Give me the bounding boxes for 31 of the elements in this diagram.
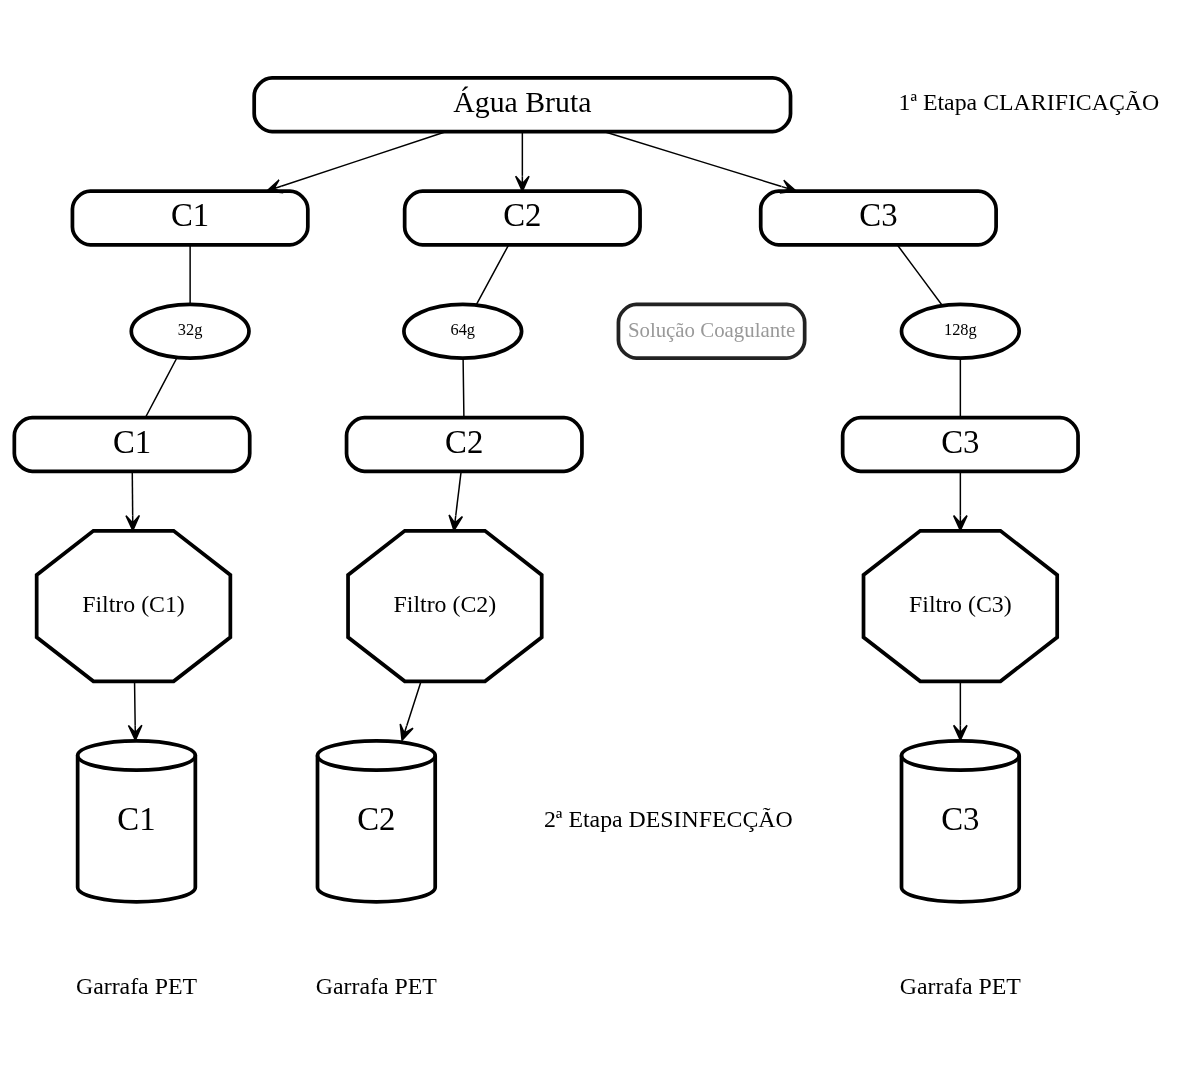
connector — [896, 243, 944, 306]
connector — [475, 243, 510, 306]
node-label: Garrafa PET — [899, 972, 1021, 999]
node-ellipse: 64g — [402, 302, 524, 360]
arrow — [266, 130, 447, 193]
connector — [462, 357, 465, 418]
connector — [144, 356, 178, 418]
node-ellipse: 128g — [899, 302, 1022, 360]
node-box: C1 — [12, 415, 252, 473]
arrow — [448, 470, 464, 531]
node-ellipse: 32g — [129, 302, 251, 360]
arrow — [125, 470, 141, 531]
node-box: C1 — [70, 188, 310, 247]
connector — [959, 357, 962, 418]
node-box: C3 — [840, 415, 1080, 473]
arrow — [127, 680, 143, 741]
label: 2ª Etapa DESINFECÇÃO — [543, 805, 793, 832]
node-label: Garrafa PET — [75, 972, 198, 999]
arrow — [952, 680, 968, 741]
node-box: C2 — [344, 415, 584, 473]
node-box: C3 — [758, 188, 998, 247]
arrow — [514, 130, 530, 192]
node-box: Solução Coagulante — [616, 302, 807, 360]
arrow — [399, 680, 422, 741]
arrow — [603, 130, 797, 194]
node-box: Água Bruta — [252, 75, 793, 133]
node-label: Garrafa PET — [315, 972, 437, 999]
node-box: C2 — [402, 188, 642, 247]
connector — [189, 243, 191, 305]
label: 1ª Etapa CLARIFICAÇÃO — [898, 88, 1160, 115]
arrow — [952, 470, 968, 531]
